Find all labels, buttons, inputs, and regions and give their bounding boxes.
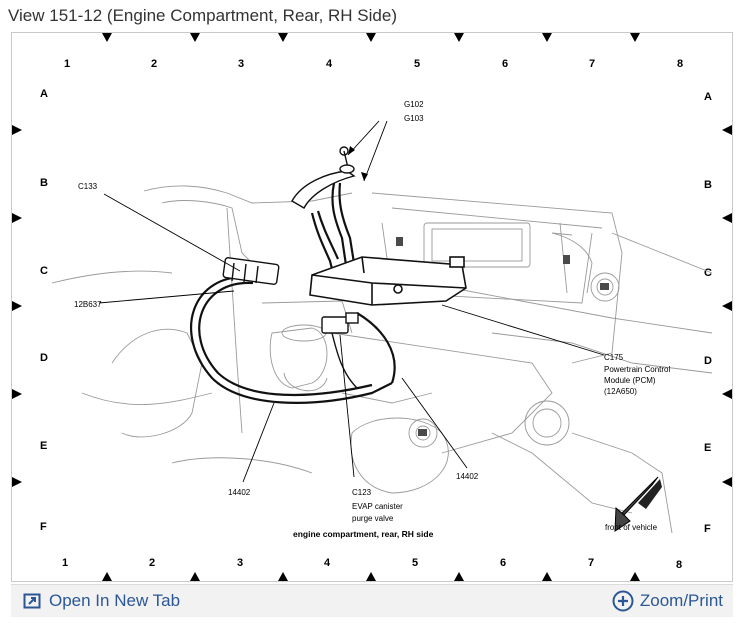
pcm-module (309, 256, 467, 306)
callout-c133: C133 (78, 182, 98, 191)
wiring-harness-14402 (190, 182, 396, 404)
col-label-top: 7 (589, 58, 595, 70)
row-label-right: E (704, 442, 711, 454)
col-label-top: 3 (238, 58, 244, 70)
zoom-plus-icon (612, 590, 634, 612)
col-label-top: 1 (64, 58, 70, 70)
connector-c133 (222, 257, 280, 285)
zoom-print-button[interactable]: Zoom/Print (612, 588, 723, 614)
row-label-left: C (40, 265, 48, 277)
connector-c123 (321, 312, 359, 389)
page-title: View 151-12 (Engine Compartment, Rear, R… (8, 6, 397, 25)
callout-pcm-line1: Powertrain Control (604, 365, 670, 374)
border-markers (12, 33, 732, 581)
callout-14402-right: 14402 (456, 472, 479, 481)
engine-diagram: 1 2 3 4 5 6 7 8 1 2 3 4 5 6 7 8 A B C D … (12, 33, 732, 581)
callout-12b637: 12B637 (74, 300, 102, 309)
col-label-bottom: 1 (62, 557, 68, 569)
open-in-new-tab-button[interactable]: Open In New Tab (23, 588, 180, 614)
col-label-bottom: 2 (149, 557, 155, 569)
row-label-right: D (704, 355, 712, 367)
row-label-left: F (40, 521, 47, 533)
callout-front-of-vehicle: front of vehicle (605, 523, 658, 532)
row-label-left: E (40, 440, 47, 452)
footer-bar: Open In New Tab Zoom/Print (11, 584, 733, 617)
ground-strap (291, 146, 356, 209)
col-label-top: 6 (502, 58, 508, 70)
row-label-left: A (40, 88, 48, 100)
col-label-top: 8 (677, 58, 683, 70)
callout-c175: C175 (604, 353, 624, 362)
col-label-bottom: 3 (237, 557, 243, 569)
front-of-vehicle-arrow-icon (614, 476, 662, 532)
callout-pcm-line2: Module (PCM) (604, 376, 656, 385)
row-label-left: D (40, 352, 48, 364)
row-label-right: A (704, 91, 712, 103)
diagram-frame: 1 2 3 4 5 6 7 8 1 2 3 4 5 6 7 8 A B C D … (11, 32, 733, 582)
row-label-right: F (704, 523, 711, 535)
open-new-tab-icon (23, 593, 41, 609)
callout-g102: G102 (404, 100, 424, 109)
col-label-bottom: 5 (412, 557, 418, 569)
callout-evap-line2: purge valve (352, 514, 394, 523)
open-in-new-tab-label: Open In New Tab (49, 591, 181, 610)
callout-pcm-line3: (12A650) (604, 387, 637, 396)
bolts (396, 237, 609, 436)
col-label-bottom: 7 (588, 557, 594, 569)
row-label-left: B (40, 177, 48, 189)
callout-arrowheads (348, 146, 368, 181)
callout-c123: C123 (352, 488, 372, 497)
callout-evap-line1: EVAP canister (352, 502, 403, 511)
row-label-right: C (704, 267, 712, 279)
col-label-top: 4 (326, 58, 333, 70)
col-label-top: 2 (151, 58, 157, 70)
callout-14402-left: 14402 (228, 488, 251, 497)
zoom-print-label: Zoom/Print (639, 591, 723, 610)
row-label-right: B (704, 179, 712, 191)
diagram-caption: engine compartment, rear, RH side (293, 529, 434, 539)
col-label-top: 5 (414, 58, 420, 70)
col-label-bottom: 4 (324, 557, 331, 569)
col-label-bottom: 8 (676, 559, 682, 571)
callout-g103: G103 (404, 114, 424, 123)
col-label-bottom: 6 (500, 557, 506, 569)
